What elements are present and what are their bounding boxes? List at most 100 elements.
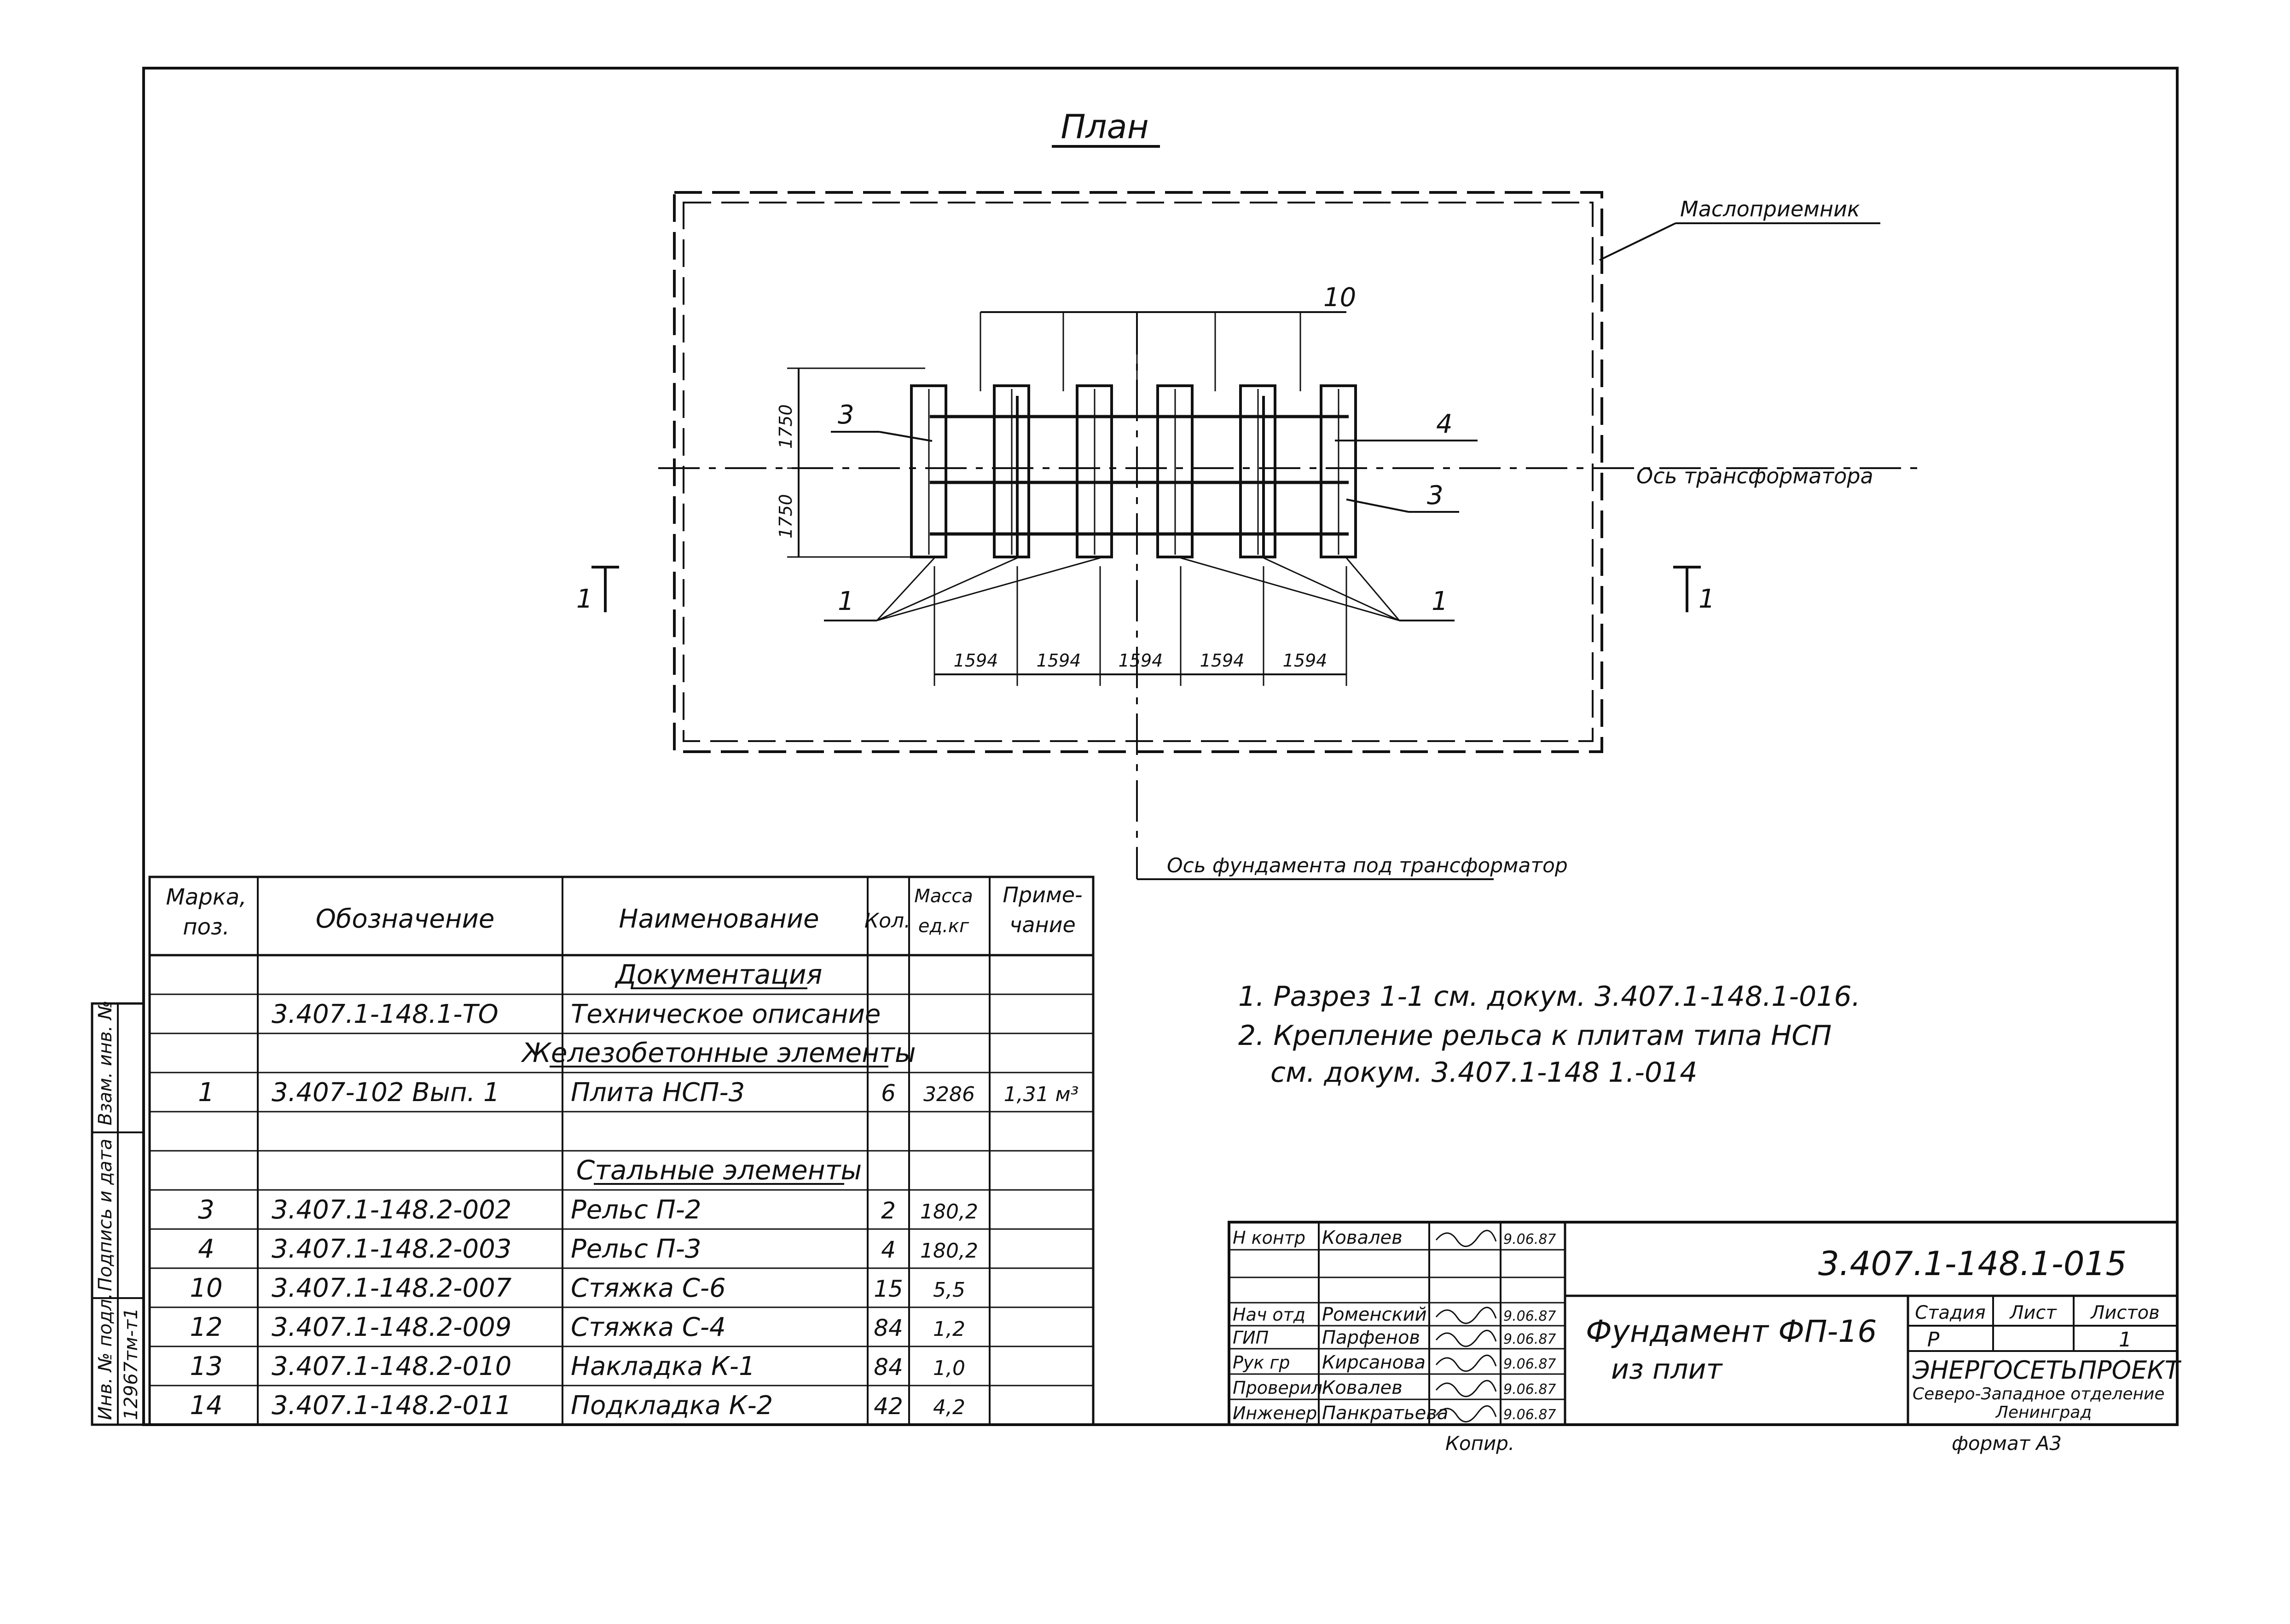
- specification-table: Обозначение Наименование Кол. Марка, поз…: [148, 876, 1095, 1426]
- spec-cell-pos: 12: [190, 1312, 222, 1342]
- org-division: Северо-Западное отделение: [1913, 1385, 2165, 1404]
- slab-3: [1076, 384, 1113, 558]
- person-role: ГИП: [1233, 1328, 1269, 1348]
- spec-section-title: Стальные элементы: [576, 1154, 862, 1186]
- side-stamp-inv-number: 12967тм-т1: [121, 1308, 142, 1420]
- spec-cell-name: Стяжка С-4: [571, 1312, 726, 1342]
- title-name-line1: Фундамент ФП-16: [1586, 1314, 1877, 1349]
- spec-cell-pos: 10: [190, 1273, 222, 1303]
- spec-header-qty: Кол.: [864, 909, 910, 933]
- callout-10: 10: [980, 283, 1356, 391]
- dimension-vertical-lower: 1750: [776, 494, 796, 539]
- notes: 1. Разрез 1-1 см. докум. 3.407.1-148.1-0…: [1238, 980, 1861, 1089]
- person-role: Нач отд: [1233, 1305, 1305, 1325]
- slab-6: [1320, 384, 1357, 558]
- section-marker-right: 1: [1673, 566, 1715, 614]
- slab-1: [910, 384, 947, 558]
- spec-cell-code: 3.407.1-148.2-007: [272, 1273, 512, 1303]
- dimension-vertical-upper: 1750: [776, 404, 796, 449]
- section-label-left: 1: [576, 584, 593, 614]
- format-label: формат А3: [1952, 1432, 2062, 1455]
- spec-cell-qty: 84: [874, 1315, 903, 1341]
- spec-header-mass-line2: ед.кг: [918, 916, 969, 937]
- transformer-axis-label: Ось трансформатора: [1636, 464, 1873, 488]
- rail-lines: [930, 396, 1349, 557]
- spec-cell-pos: 14: [190, 1391, 222, 1421]
- spec-cell-code: 3.407.1-148.2-011: [272, 1391, 511, 1421]
- person-role: Инженер: [1233, 1403, 1317, 1423]
- org-name: ЭНЕРГОСЕТЬПРОЕКТ: [1912, 1356, 2182, 1385]
- slab-5: [1239, 384, 1276, 558]
- spec-cell-mass: 180,2: [920, 1200, 978, 1224]
- spec-cell-name: Рельс П-3: [571, 1234, 701, 1264]
- sheet-label: Лист: [2009, 1302, 2057, 1323]
- spec-section-title: Железобетонные элементы: [521, 1037, 916, 1068]
- signature-mark: [1435, 1230, 1497, 1247]
- signature-mark: [1435, 1380, 1497, 1398]
- dimension-1594-b: 1594: [1037, 650, 1081, 671]
- side-stamp-replaced-inv: Взам. инв. №: [95, 1000, 116, 1125]
- spec-cell-qty: 15: [874, 1276, 903, 1302]
- slab-group: [910, 384, 1357, 558]
- person-date: 9.06.87: [1503, 1407, 1556, 1423]
- sheets-label: Листов: [2090, 1302, 2159, 1323]
- callout-10-number: 10: [1323, 283, 1356, 313]
- sheets-value: 1: [2119, 1328, 2132, 1351]
- spec-cell-name: Техническое описание: [571, 999, 881, 1029]
- spec-cell-qty: 4: [881, 1236, 896, 1263]
- dimension-1594-c: 1594: [1119, 650, 1163, 671]
- side-stamp-signature-date: Подпись и дата: [95, 1139, 116, 1291]
- person-date: 9.06.87: [1503, 1381, 1556, 1398]
- slab-4: [1156, 384, 1194, 558]
- spec-cell-note: 1,31 м³: [1004, 1083, 1079, 1106]
- stage-value: Р: [1927, 1328, 1940, 1351]
- title-name-line2: из плит: [1611, 1353, 1723, 1386]
- spec-cell-name: Рельс П-2: [571, 1195, 701, 1225]
- note-1: 1. Разрез 1-1 см. докум. 3.407.1-148.1-0…: [1238, 980, 1861, 1013]
- section-label-right: 1: [1699, 584, 1715, 614]
- dimension-horizontal: 1594 1594 1594 1594 1594: [933, 566, 1347, 686]
- callout-4: 4: [1335, 409, 1478, 441]
- callout-3-right-number: 3: [1427, 481, 1444, 510]
- person-role: Проверил: [1233, 1378, 1322, 1398]
- foundation-axis-label: Ось фундамента под трансформатор: [1167, 854, 1568, 877]
- person-name: Ковалев: [1322, 1227, 1403, 1248]
- plan-view: План Маслоприемник Ось трансформатора Ос…: [576, 107, 1919, 880]
- copied-label: Копир.: [1445, 1432, 1514, 1455]
- dimension-1594-d: 1594: [1200, 650, 1245, 671]
- dimension-1594-a: 1594: [954, 650, 998, 671]
- spec-header-note-line2: чание: [1009, 912, 1076, 937]
- spec-cell-mass: 1,2: [933, 1317, 965, 1341]
- person-name: Парфенов: [1322, 1327, 1420, 1348]
- slab-2: [993, 384, 1030, 558]
- spec-cell-qty: 42: [874, 1393, 903, 1420]
- note-2: 2. Крепление рельса к плитам типа НСП: [1238, 1020, 1832, 1052]
- spec-cell-mass: 180,2: [920, 1239, 978, 1263]
- person-date: 9.06.87: [1503, 1356, 1556, 1372]
- spec-cell-qty: 6: [881, 1080, 896, 1107]
- spec-cell-code: 3.407.1-148.2-010: [272, 1351, 511, 1381]
- person-name: Кирсанова: [1322, 1352, 1426, 1373]
- person-date: 9.06.87: [1503, 1308, 1556, 1324]
- spec-cell-name: Накладка К-1: [571, 1351, 755, 1381]
- spec-cell-mass: 1,0: [933, 1357, 965, 1380]
- spec-cell-pos: 1: [198, 1078, 215, 1108]
- spec-cell-code: 3.407-102 Вып. 1: [272, 1078, 500, 1108]
- signature-mark: [1435, 1306, 1497, 1324]
- callout-3-left-number: 3: [838, 400, 854, 430]
- spec-cell-mass: 5,5: [933, 1278, 965, 1302]
- callout-4-number: 4: [1436, 409, 1453, 439]
- section-marker-left: 1: [576, 566, 619, 614]
- oil-receiver-inner: [683, 202, 1594, 742]
- spec-cell-qty: 84: [874, 1354, 903, 1380]
- spec-cell-mass: 3286: [923, 1083, 975, 1106]
- plan-title: План: [1061, 107, 1148, 146]
- spec-cell-name: Подкладка К-2: [571, 1391, 773, 1421]
- signature-mark: [1435, 1405, 1497, 1423]
- callout-3-right: 3: [1346, 481, 1459, 513]
- spec-cell-pos: 3: [198, 1195, 215, 1225]
- callout-1-right-number: 1: [1432, 586, 1448, 616]
- spec-cell-mass: 4,2: [933, 1396, 965, 1419]
- stage-label: Стадия: [1915, 1302, 1985, 1323]
- spec-cell-qty: 2: [881, 1197, 896, 1224]
